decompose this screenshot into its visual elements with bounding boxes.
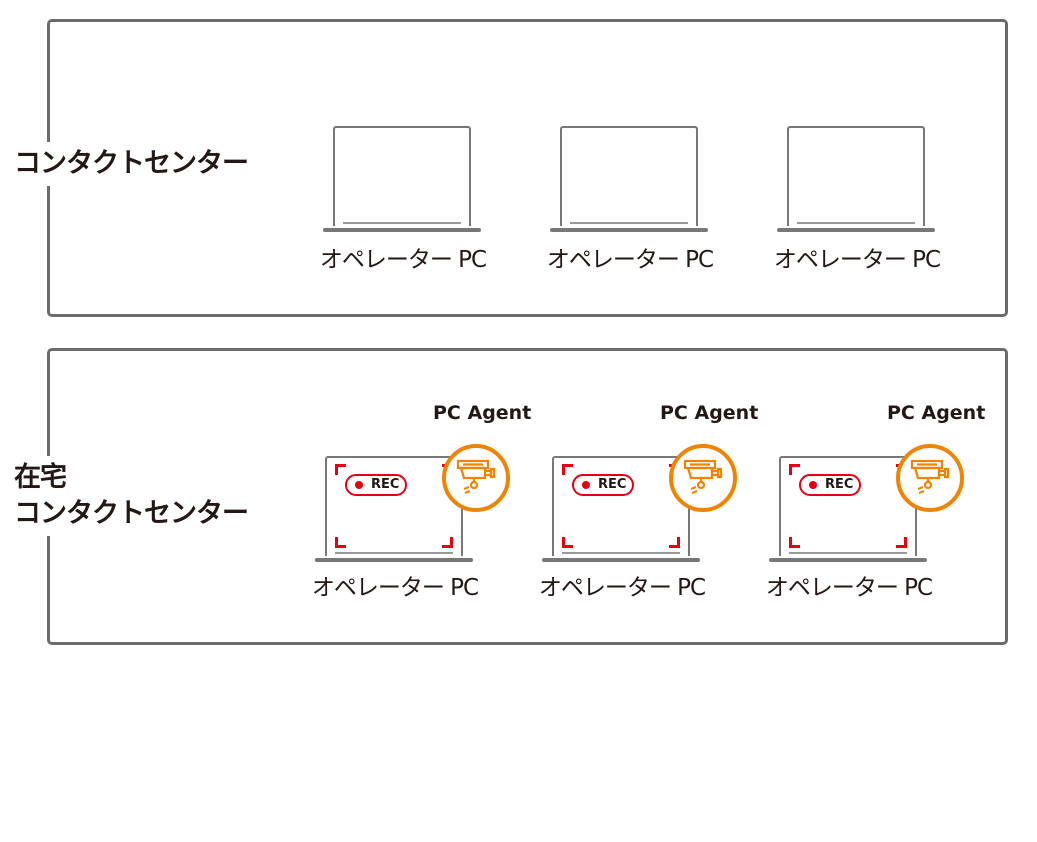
pc-agent-label: PC Agent xyxy=(433,402,532,424)
rec-badge: REC xyxy=(572,474,634,496)
laptop-screen xyxy=(560,126,698,226)
recording-frame-corner xyxy=(335,464,346,475)
laptop-base xyxy=(550,228,708,232)
operator-laptop: オペレーター PC xyxy=(774,126,941,276)
security-camera-icon xyxy=(908,455,952,503)
security-camera-icon xyxy=(681,455,725,503)
laptop-base xyxy=(315,558,473,562)
operator-pc-label: オペレーター PC xyxy=(538,575,706,601)
home-title-line2: コンタクトセンター xyxy=(14,498,249,529)
operator-pc-label: オペレーター PC xyxy=(319,247,487,273)
recording-frame-corner xyxy=(789,537,800,548)
rec-label: REC xyxy=(371,477,400,492)
laptop-base xyxy=(542,558,700,562)
pc-agent-label: PC Agent xyxy=(887,402,986,424)
pc-agent-badge xyxy=(896,444,964,512)
operator-laptop: オペレーター PC xyxy=(320,126,487,276)
operator-pc-label: オペレーター PC xyxy=(773,247,941,273)
pc-agent-label: PC Agent xyxy=(660,402,759,424)
recording-frame-corner xyxy=(669,537,680,548)
home-operator-laptop: REC オペレーター PC xyxy=(766,456,933,606)
laptop-screen xyxy=(787,126,925,226)
operator-laptop: オペレーター PC xyxy=(547,126,714,276)
screen-bezel xyxy=(562,552,680,554)
home-operator-laptop: REC オペレーター PC xyxy=(539,456,706,606)
recording-frame-corner xyxy=(335,537,346,548)
screen-bezel xyxy=(335,552,453,554)
laptop-base xyxy=(769,558,927,562)
recording-frame-corner xyxy=(896,537,907,548)
rec-badge: REC xyxy=(799,474,861,496)
laptop-base xyxy=(323,228,481,232)
laptop-screen: REC xyxy=(779,456,917,556)
recording-frame-corner xyxy=(442,537,453,548)
home-section-title: 在宅コンタクトセンター xyxy=(14,456,249,536)
operator-pc-label: オペレーター PC xyxy=(765,575,933,601)
pc-agent-badge xyxy=(442,444,510,512)
rec-label: REC xyxy=(598,477,627,492)
rec-dot-icon xyxy=(809,481,817,489)
security-camera-icon xyxy=(454,455,498,503)
recording-frame-corner xyxy=(789,464,800,475)
recording-frame-corner xyxy=(562,464,573,475)
office-section-title: コンタクトセンター xyxy=(14,142,249,186)
home-title-line1: 在宅 xyxy=(14,462,67,493)
rec-badge: REC xyxy=(345,474,407,496)
screen-bezel xyxy=(789,552,907,554)
laptop-base xyxy=(777,228,935,232)
recording-frame-corner xyxy=(562,537,573,548)
screen-bezel xyxy=(570,222,688,224)
rec-dot-icon xyxy=(355,481,363,489)
screen-bezel xyxy=(343,222,461,224)
laptop-screen xyxy=(333,126,471,226)
screen-bezel xyxy=(797,222,915,224)
pc-agent-badge xyxy=(669,444,737,512)
rec-dot-icon xyxy=(582,481,590,489)
operator-pc-label: オペレーター PC xyxy=(311,575,479,601)
operator-pc-label: オペレーター PC xyxy=(546,247,714,273)
rec-label: REC xyxy=(825,477,854,492)
